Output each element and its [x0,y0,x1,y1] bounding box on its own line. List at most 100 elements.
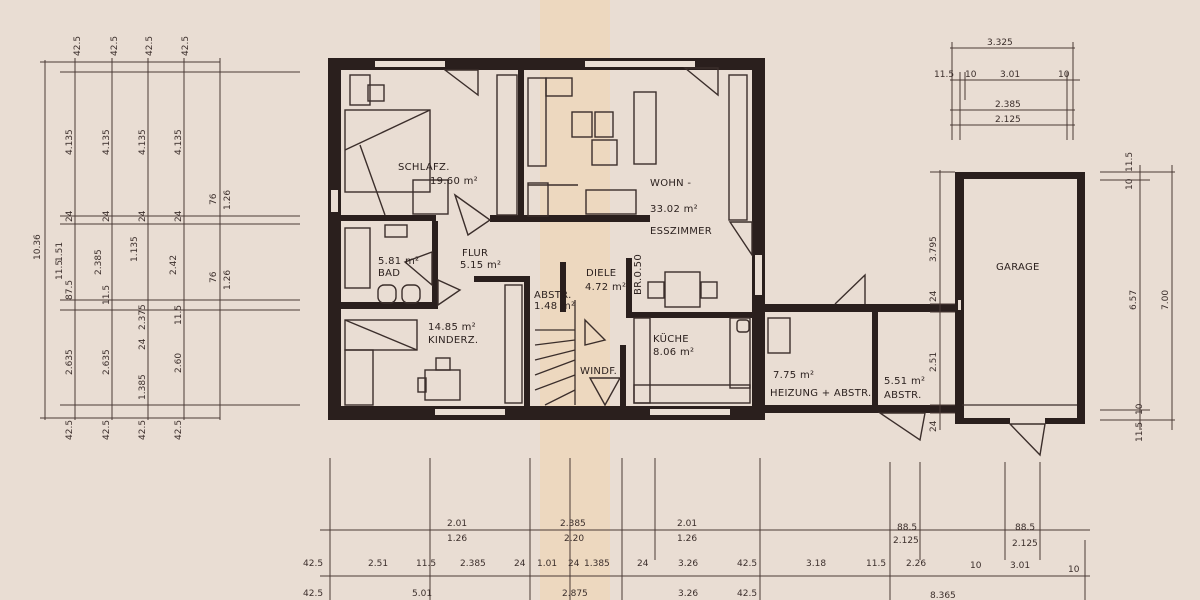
dim-c1-5: 87.5 [65,280,75,300]
bathtub-icon [344,227,371,289]
dim-c2-3: 2.385 [94,249,104,275]
dim-c3-6: 1.385 [138,374,148,400]
dim-tr-r2-2: 10 [965,70,977,80]
schlafz-area: 19.60 m² [430,176,478,187]
bed-icon [344,109,431,193]
dim-c1-1: 4.135 [65,129,75,155]
dim-gs-1: 3.795 [929,236,939,262]
bottom-dimensions: 2.01 2.385 2.01 88.5 88.5 1.26 2.20 1.26… [303,458,1090,600]
flur-label: FLUR [462,248,488,259]
dim-c4-1: 4.135 [174,129,184,155]
dim-c2-2: 24 [102,210,112,222]
dim-left-bottom-2: 42.5 [102,420,112,440]
dim-b-r1-5: 88.5 [1015,523,1035,533]
dim-b-r4-2: 5.01 [412,589,432,599]
dim-c5-4: 1.26 [223,270,233,290]
garage-label: GARAGE [996,262,1040,273]
kueche-label: KÜCHE [653,332,689,345]
dim-b-r1-2: 2.385 [560,519,586,529]
dim-b-r3-1: 42.5 [303,559,323,569]
dim-c2-5: 2.635 [102,349,112,375]
dim-b-r3-15: 10 [970,561,982,571]
abstr2-area: 5.51 m² [884,376,925,387]
br-label: BR.0.50 [633,254,644,295]
wohn-area: 33.02 m² [650,204,698,215]
abstr-area: 1.48 m² [534,301,575,312]
dim-b-r4-1: 42.5 [303,589,323,599]
dim-c1-6: 2.635 [65,349,75,375]
dim-b-r1-1: 2.01 [447,519,467,529]
dim-tr-r4: 2.125 [995,115,1021,125]
windf-label: WINDF. [580,366,617,377]
dim-c5-3: 76 [209,271,219,283]
dim-b-r4-6: 8.365 [930,591,956,600]
bad-label: BAD [378,268,400,279]
dim-c4-2: 24 [174,210,184,222]
heizung-label: HEIZUNG + ABSTR. [770,388,871,399]
dim-gs-3: 2.51 [929,352,939,372]
dim-b-r3-2: 2.51 [368,559,388,569]
dim-rs-2: 10 [1125,178,1135,190]
right-side-dimensions: 11.5 10 6.57 7.00 10 11.5 [1100,152,1175,442]
dim-rs-1: 11.5 [1125,152,1135,172]
wohn-label: WOHN - [650,178,691,189]
esszimmer-label: ESSZIMMER [650,226,712,237]
dim-b-r3-10: 3.26 [678,559,698,569]
dim-left-total: 10.36 [33,234,43,260]
dim-c2-1: 4.135 [102,129,112,155]
dim-b-r3-6: 1.01 [537,559,557,569]
dim-c1-4: 11.5 [55,260,65,280]
dim-left-top-4: 42.5 [181,36,191,56]
staircase-icon [534,300,576,406]
dim-b-r3-14: 2.26 [906,559,926,569]
dim-c3-2: 24 [138,210,148,222]
kinderz-label: KINDERZ. [428,335,478,346]
dim-c4-5: 2.60 [174,353,184,373]
abstr-label: ABSTR. [534,290,572,301]
diele-area: 4.72 m² [585,282,626,293]
dim-left-bottom-3: 42.5 [138,420,148,440]
dim-c5-2: 1.26 [223,190,233,210]
schlafz-label: SCHLAFZ. [398,162,450,173]
dim-rs-3: 6.57 [1129,290,1139,310]
furniture [344,67,1077,457]
dim-b-r3-17: 10 [1068,565,1080,575]
dim-b-r2-3: 1.26 [677,534,697,544]
dim-b-r3-7: 24 [568,559,580,569]
dim-tr-total: 3.325 [987,38,1013,48]
top-right-dimensions: 3.325 11.5 10 3.01 10 2.385 2.125 [934,38,1080,140]
dim-left-bottom-4: 42.5 [174,420,184,440]
abstr2-label: ABSTR. [884,390,922,401]
dim-left-bottom-1: 42.5 [65,420,75,440]
diele-label: DIELE [586,268,616,279]
dim-b-r3-8: 1.385 [584,559,610,569]
dim-b-r4-4: 3.26 [678,589,698,599]
dim-tr-r2-3: 3.01 [1000,70,1020,80]
dim-c3-4: 2.375 [138,304,148,330]
dim-b-r3-3: 11.5 [416,559,436,569]
dim-c3-1: 4.135 [138,129,148,155]
dim-c3-5: 24 [138,338,148,350]
dim-c4-3: 2.42 [169,255,179,275]
dim-gs-2: 24 [929,290,939,302]
dim-b-r4-5: 42.5 [737,589,757,599]
wardrobe-icon [496,74,518,216]
dim-tr-r3: 2.385 [995,100,1021,110]
dim-rs-6: 11.5 [1135,422,1145,442]
dim-c1-3: 1.51 [55,242,65,262]
dim-gs-4: 24 [929,420,939,432]
dim-b-r1-3: 2.01 [677,519,697,529]
kinderz-area: 14.85 m² [428,322,476,333]
dim-c4-4: 11.5 [174,305,184,325]
dim-b-r2-5: 2.125 [1012,539,1038,549]
dim-b-r2-4: 2.125 [893,536,919,546]
bad-area: 5.81 m² [378,256,419,267]
dim-tr-r2-1: 11.5 [934,70,954,80]
heizung-area: 7.75 m² [773,370,814,381]
dim-tr-r2-4: 10 [1058,70,1070,80]
dim-b-r2-2: 2.20 [564,534,584,544]
dim-b-r1-4: 88.5 [897,523,917,533]
dim-c2-4: 11.5 [102,285,112,305]
dim-b-r2-1: 1.26 [447,534,467,544]
